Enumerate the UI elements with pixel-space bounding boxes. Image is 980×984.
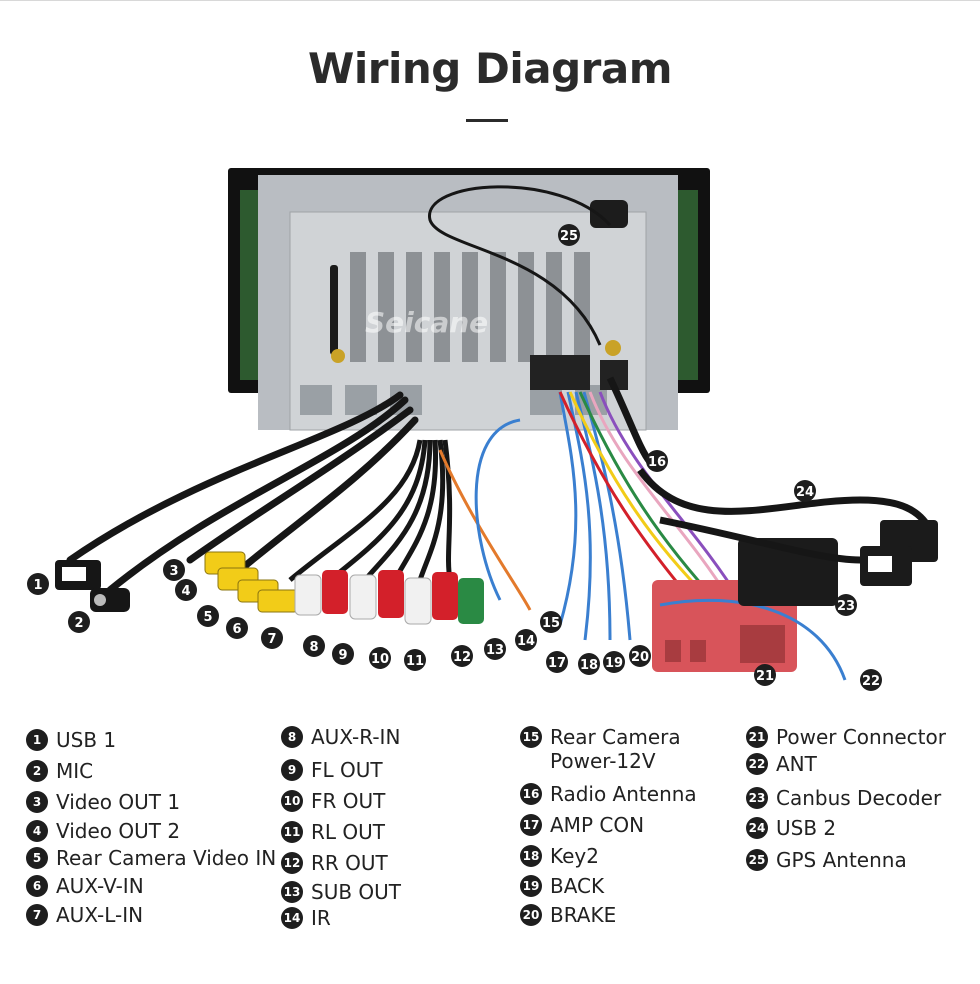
svg-text:22: 22: [862, 674, 880, 689]
head-unit: [228, 168, 710, 431]
svg-text:16: 16: [648, 455, 666, 470]
svg-text:15: 15: [542, 616, 560, 631]
callout-17: 17: [546, 651, 568, 673]
callout-6: 6: [226, 617, 248, 639]
svg-text:14: 14: [517, 634, 535, 649]
callout-19: 19: [603, 651, 625, 673]
svg-text:21: 21: [756, 669, 774, 684]
callout-15: 15: [540, 611, 562, 633]
callout-11: 11: [404, 649, 426, 671]
callout-14: 14: [515, 629, 537, 651]
svg-text:18: 18: [580, 658, 598, 673]
svg-text:17: 17: [548, 656, 566, 671]
callout-10: 10: [369, 647, 391, 669]
svg-text:6: 6: [232, 622, 241, 637]
callout-2: 2: [68, 611, 90, 633]
svg-text:8: 8: [309, 640, 318, 655]
callout-9: 9: [332, 643, 354, 665]
svg-text:3: 3: [169, 564, 178, 579]
callout-8: 8: [303, 635, 325, 657]
svg-text:9: 9: [338, 648, 347, 663]
callout-22: 22: [860, 669, 882, 691]
svg-text:23: 23: [837, 599, 855, 614]
page-title: Wiring Diagram: [308, 44, 672, 93]
callout-20: 20: [629, 645, 651, 667]
callout-12: 12: [451, 645, 473, 667]
callout-3: 3: [163, 559, 185, 581]
svg-text:1: 1: [33, 578, 42, 593]
callout-1: 1: [27, 573, 49, 595]
svg-text:19: 19: [605, 656, 623, 671]
svg-text:2: 2: [74, 616, 83, 631]
svg-text:25: 25: [560, 229, 578, 244]
callout-16: 16: [646, 450, 668, 472]
callout-7: 7: [261, 627, 283, 649]
svg-text:5: 5: [203, 610, 212, 625]
callout-21: 21: [754, 664, 776, 686]
callout-4: 4: [175, 579, 197, 601]
svg-text:24: 24: [796, 485, 814, 500]
svg-text:7: 7: [267, 632, 276, 647]
svg-text:13: 13: [486, 643, 504, 658]
svg-text:20: 20: [631, 650, 649, 665]
svg-text:4: 4: [181, 584, 190, 599]
callout-18: 18: [578, 653, 600, 675]
callout-5: 5: [197, 605, 219, 627]
callout-13: 13: [484, 638, 506, 660]
callout-markers: 1 2 3 4 5 6 7 8 9 10 11 12 13 14 15 16 1…: [27, 224, 882, 691]
svg-text:11: 11: [406, 654, 424, 669]
wiring-photo: Seicane: [27, 168, 938, 691]
rca-plugs: [204, 551, 484, 625]
callout-24: 24: [794, 480, 816, 502]
top-divider: [0, 0, 980, 1]
watermark: Seicane: [365, 306, 488, 339]
callout-25: 25: [558, 224, 580, 246]
callout-23: 23: [835, 594, 857, 616]
title-underline: [466, 119, 508, 122]
svg-text:10: 10: [371, 652, 389, 667]
svg-text:12: 12: [453, 650, 471, 665]
